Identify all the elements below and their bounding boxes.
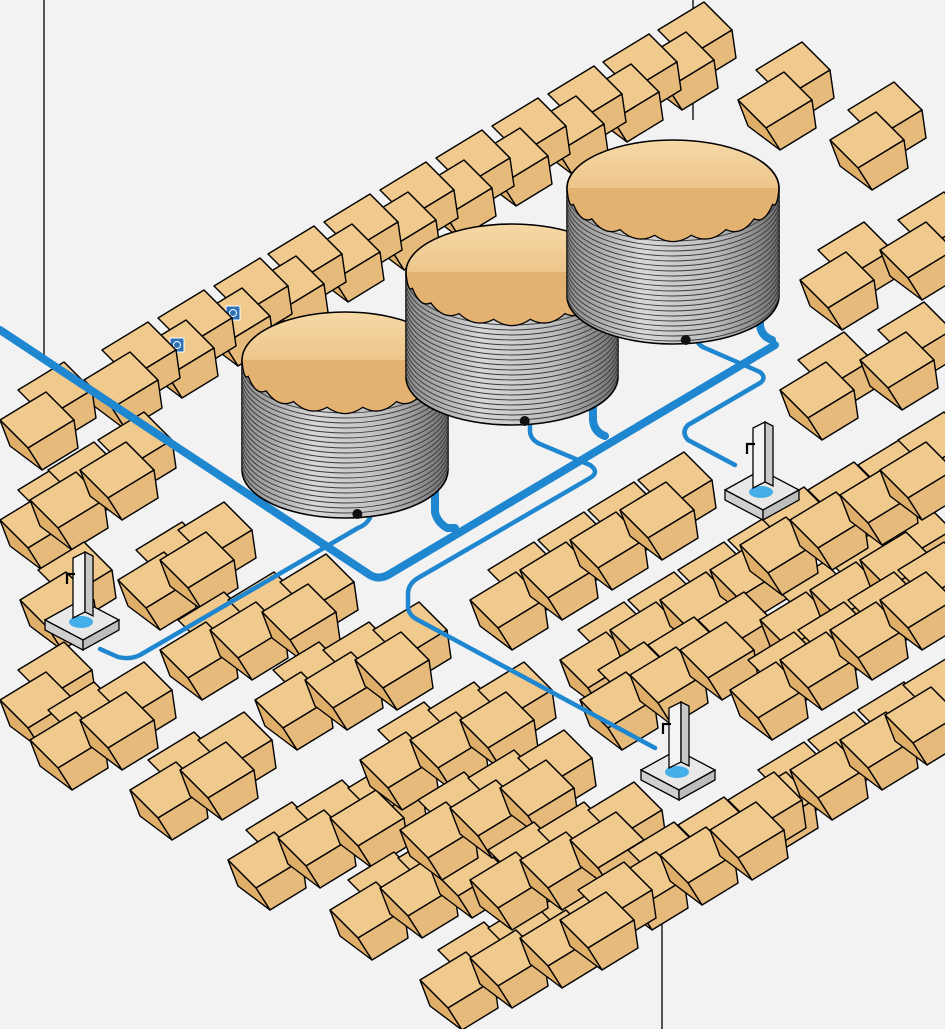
tank-outlet xyxy=(680,335,691,345)
tent xyxy=(709,771,807,881)
tap-stands xyxy=(43,420,801,802)
water-tap-icon xyxy=(43,550,121,652)
tank-outlet xyxy=(352,509,363,519)
tent xyxy=(559,861,657,971)
tent xyxy=(879,541,945,651)
water-tank xyxy=(566,139,780,345)
tent xyxy=(261,553,359,663)
tent xyxy=(79,661,177,771)
tent xyxy=(679,591,777,701)
water-tap-icon xyxy=(639,700,717,802)
water-tank xyxy=(405,223,619,426)
tent xyxy=(779,331,877,441)
water-tap-icon xyxy=(723,420,801,522)
tent xyxy=(179,711,277,821)
tank-outlet xyxy=(519,416,530,426)
tent xyxy=(499,729,597,839)
water-tanks xyxy=(241,139,780,519)
tent xyxy=(879,411,945,521)
tent xyxy=(737,41,835,151)
tent xyxy=(884,658,945,766)
pipe-tank1-outlet xyxy=(97,503,376,661)
tent xyxy=(354,601,452,711)
tent xyxy=(859,301,945,411)
water-tank xyxy=(241,311,449,519)
water-puddle xyxy=(749,486,773,498)
tent xyxy=(159,501,257,611)
main-supply-pipe xyxy=(0,326,779,582)
water-puddle xyxy=(69,616,93,628)
tent xyxy=(829,81,927,191)
pipe-tank2-outlet xyxy=(405,409,658,751)
tent xyxy=(879,191,945,301)
water-puddle xyxy=(665,766,689,778)
tent xyxy=(799,221,897,331)
tent xyxy=(619,451,717,561)
tent xyxy=(79,411,177,521)
tent xyxy=(529,65,627,175)
